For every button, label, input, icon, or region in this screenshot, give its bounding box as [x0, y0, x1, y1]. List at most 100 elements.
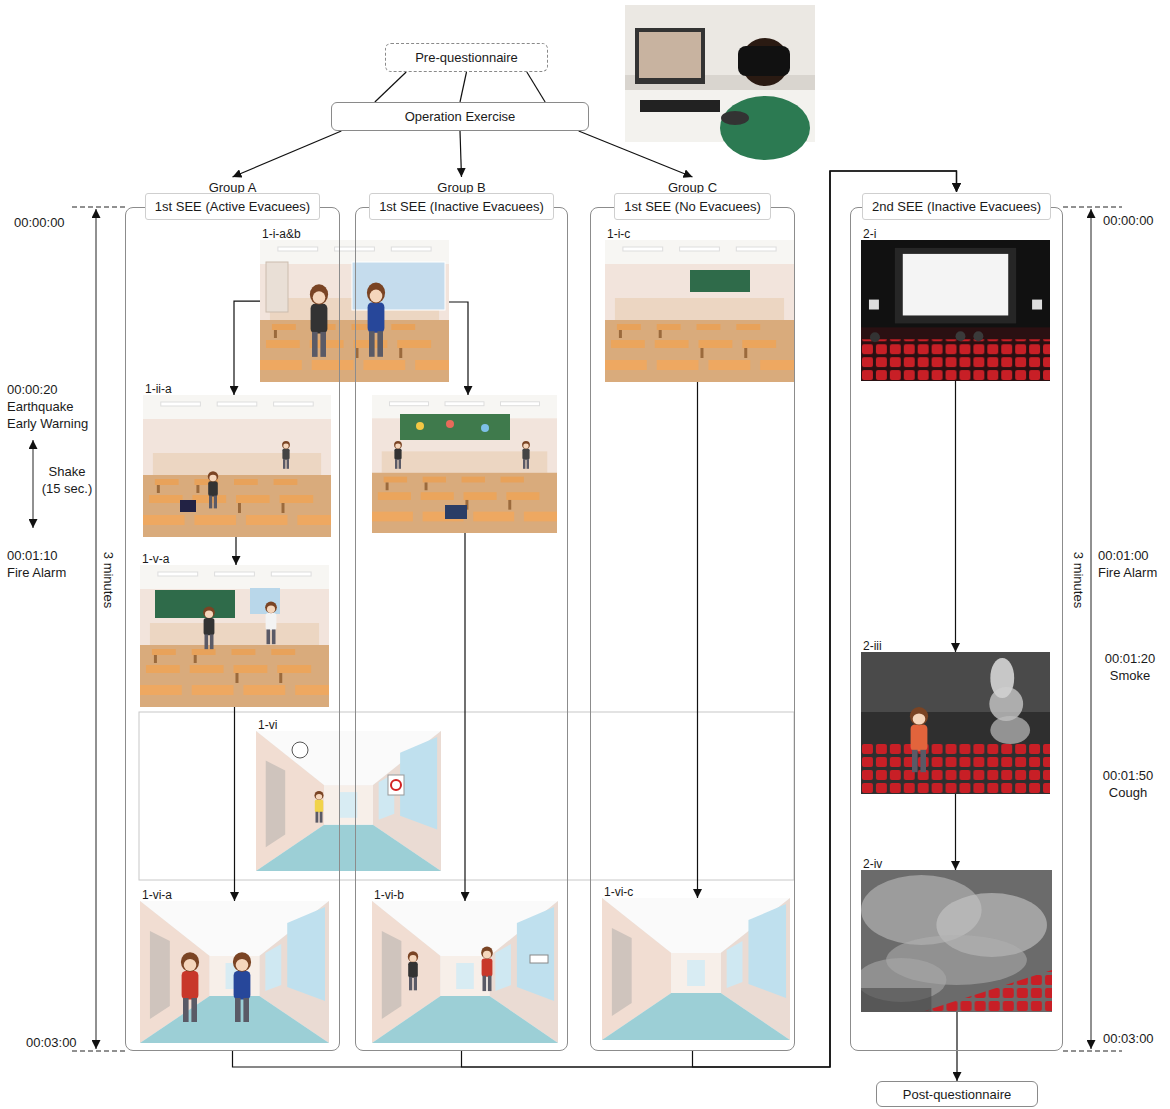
scene-pictures	[203, 606, 215, 649]
flow-arrow	[697, 382, 698, 898]
image-label: 1-ii-a	[145, 382, 172, 396]
flow-arrow	[955, 381, 956, 652]
timeline	[1091, 209, 1092, 1049]
image-label: 1-i-c	[607, 227, 630, 241]
scene-pictures	[372, 901, 558, 1043]
timeline	[96, 209, 97, 1049]
timeline	[72, 207, 125, 208]
time-label: 00:01:00 Fire Alarm	[1098, 547, 1164, 581]
panel-header: 1st SEE (Active Evacuees)	[145, 193, 320, 220]
vr-photo	[625, 5, 815, 160]
time-label: 00:01:10 Fire Alarm	[7, 547, 73, 581]
scene-pictures	[256, 731, 441, 871]
image-label: 2-iv	[863, 857, 882, 871]
vr-photo	[738, 46, 790, 76]
box-label: Operation Exercise	[405, 109, 516, 124]
time-label: Shake (15 sec.)	[40, 463, 94, 497]
scene-pictures	[180, 500, 196, 512]
scene-pictures	[140, 901, 329, 1043]
time-label: 00:00:00	[14, 214, 65, 231]
scene-pictures	[445, 505, 467, 519]
scene-pictures	[388, 775, 404, 795]
time-label: 00:00:20 Earthquake Early Warning	[7, 381, 95, 432]
scene-pictures	[481, 424, 489, 432]
scene-pictures	[530, 955, 548, 963]
vr-photo	[721, 111, 749, 125]
scene-pictures	[861, 652, 1050, 794]
scene-pictures	[266, 262, 288, 312]
time-label: 00:01:50 Cough	[1098, 767, 1158, 801]
scene-pictures	[314, 791, 323, 823]
scene-pictures	[416, 422, 424, 430]
box-label: Pre-questionnaire	[415, 50, 518, 65]
flow-arrow	[464, 533, 465, 901]
time-label: 00:03:00	[26, 1034, 77, 1051]
flow-arrow	[234, 707, 235, 901]
scene-pictures	[265, 601, 277, 644]
image-label: 1-v-a	[142, 552, 169, 566]
scene-image: 1-i-c	[605, 240, 794, 382]
scene-pictures	[372, 395, 557, 533]
scene-image: 1-v-a	[140, 565, 329, 707]
group-panel: 2nd SEE (Inactive Evacuees)2-i2-iii2-iv	[850, 207, 1063, 1051]
image-label: 1-vi	[258, 718, 277, 732]
scene-pictures	[155, 590, 235, 618]
scene-image: 2-iii	[861, 652, 1050, 794]
scene-pictures	[856, 870, 1052, 1012]
scene-pictures	[861, 240, 1050, 381]
scene-pictures	[481, 946, 493, 991]
scene-image: 1-i-a&b	[260, 240, 449, 382]
group-panel: Group A1st SEE (Active Evacuees)1-ii-a1-…	[125, 207, 340, 1051]
scene-pictures	[605, 240, 794, 382]
flow-arrow	[955, 794, 956, 870]
vr-photo	[639, 32, 701, 78]
image-label: 2-iii	[863, 639, 882, 653]
scene-pictures	[400, 414, 510, 440]
timeline	[72, 1051, 125, 1052]
scene-image: 1-vi-c	[602, 898, 790, 1040]
flow-arrow	[579, 131, 693, 177]
image-label: 2-i	[863, 227, 876, 241]
scene-pictures	[522, 441, 530, 469]
flow-arrow	[460, 72, 467, 102]
scene-image: 2-i	[861, 240, 1050, 381]
time-label: 00:01:20 Smoke	[1100, 650, 1160, 684]
flow-arrow	[693, 171, 957, 1067]
scene-pictures	[143, 395, 331, 537]
group-panel: Group C1st SEE (No Evacuees)1-i-c1-vi-c	[590, 207, 795, 1051]
scene-pictures	[181, 952, 199, 1022]
vr-photo	[720, 96, 810, 160]
flow-arrow	[232, 131, 341, 177]
questionnaire-box: Pre-questionnaire	[385, 43, 548, 72]
flow-arrow	[375, 72, 406, 102]
panel-header: 1st SEE (No Evacuees)	[614, 193, 771, 220]
scene-frame	[139, 712, 794, 880]
flow-arrow	[235, 537, 236, 565]
process-box: Operation Exercise	[331, 102, 589, 131]
image-label: 1-i-a&b	[262, 227, 301, 241]
scene-pictures	[690, 270, 750, 292]
scene-pictures	[394, 441, 402, 469]
scene-pictures	[208, 471, 218, 508]
questionnaire-box: Post-questionnaire	[876, 1081, 1038, 1107]
time-label: 00:00:00	[1103, 212, 1154, 229]
group-panel: Group B1st SEE (Inactive Evacuees)1-vi-b	[355, 207, 568, 1051]
image-label: 1-vi-c	[604, 885, 633, 899]
flow-arrow	[449, 302, 468, 395]
flow-arrow	[527, 72, 545, 102]
panel-header: 1st SEE (Inactive Evacuees)	[369, 193, 554, 220]
flow-arrow	[462, 171, 957, 1067]
scene-image: 2-iv	[861, 870, 1052, 1012]
flow-arrow	[449, 302, 468, 901]
timeline	[1063, 207, 1122, 208]
scene-pictures	[408, 951, 418, 990]
image-label: 1-vi-a	[142, 888, 172, 902]
scene-image: 1-ii-a	[143, 395, 331, 537]
scene-pictures	[352, 262, 445, 310]
scene-pictures	[602, 898, 790, 1040]
scene-pictures	[140, 240, 1052, 1043]
scene-pictures	[310, 284, 328, 357]
timeline	[33, 440, 34, 528]
